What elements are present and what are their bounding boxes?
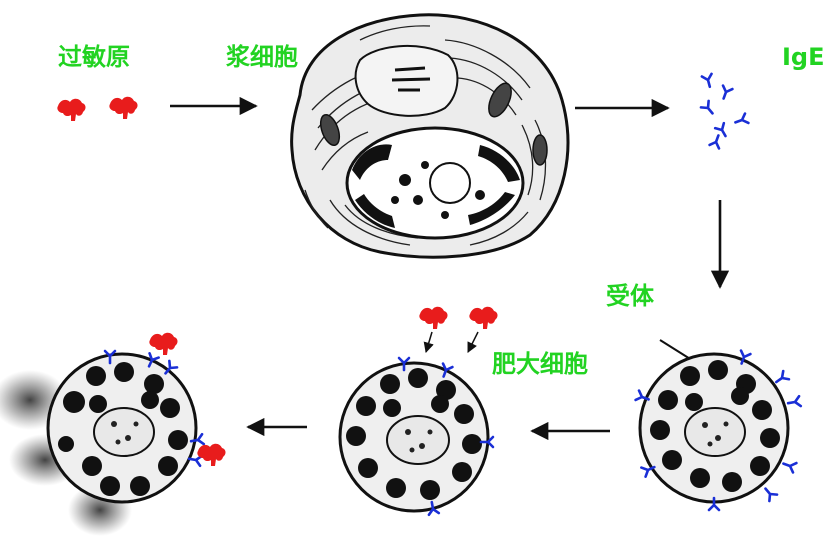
allergen-label: 过敏原 <box>58 45 130 69</box>
antibody-icon <box>782 459 797 473</box>
mast-cell-icon <box>340 307 498 515</box>
allergen-icon <box>197 444 225 466</box>
antibody-icon <box>702 74 715 88</box>
ige-label: IgE <box>782 45 825 69</box>
antibody-icon <box>734 114 749 128</box>
allergen-icon <box>469 307 497 329</box>
allergen-icon <box>57 99 85 121</box>
allergen-icon <box>149 333 177 355</box>
allergen-icon <box>419 307 447 329</box>
plasma-cell-icon <box>292 15 568 257</box>
antibody-icon <box>762 485 777 501</box>
plasma-cell-label: 浆细胞 <box>226 45 298 69</box>
antibody-icon <box>719 86 733 101</box>
mast-cell-icon <box>636 340 801 510</box>
antibody-icon <box>787 396 801 408</box>
mast-cell-label: 肥大细胞 <box>492 352 588 376</box>
ige-antibody-group <box>701 74 748 149</box>
antibody-icon <box>710 134 724 149</box>
antibody-icon <box>773 371 789 386</box>
allergen-icon <box>109 97 137 119</box>
degranulating-mast-cell-icon <box>0 333 226 536</box>
antibody-icon <box>701 101 716 117</box>
receptor-label: 受体 <box>606 284 654 308</box>
